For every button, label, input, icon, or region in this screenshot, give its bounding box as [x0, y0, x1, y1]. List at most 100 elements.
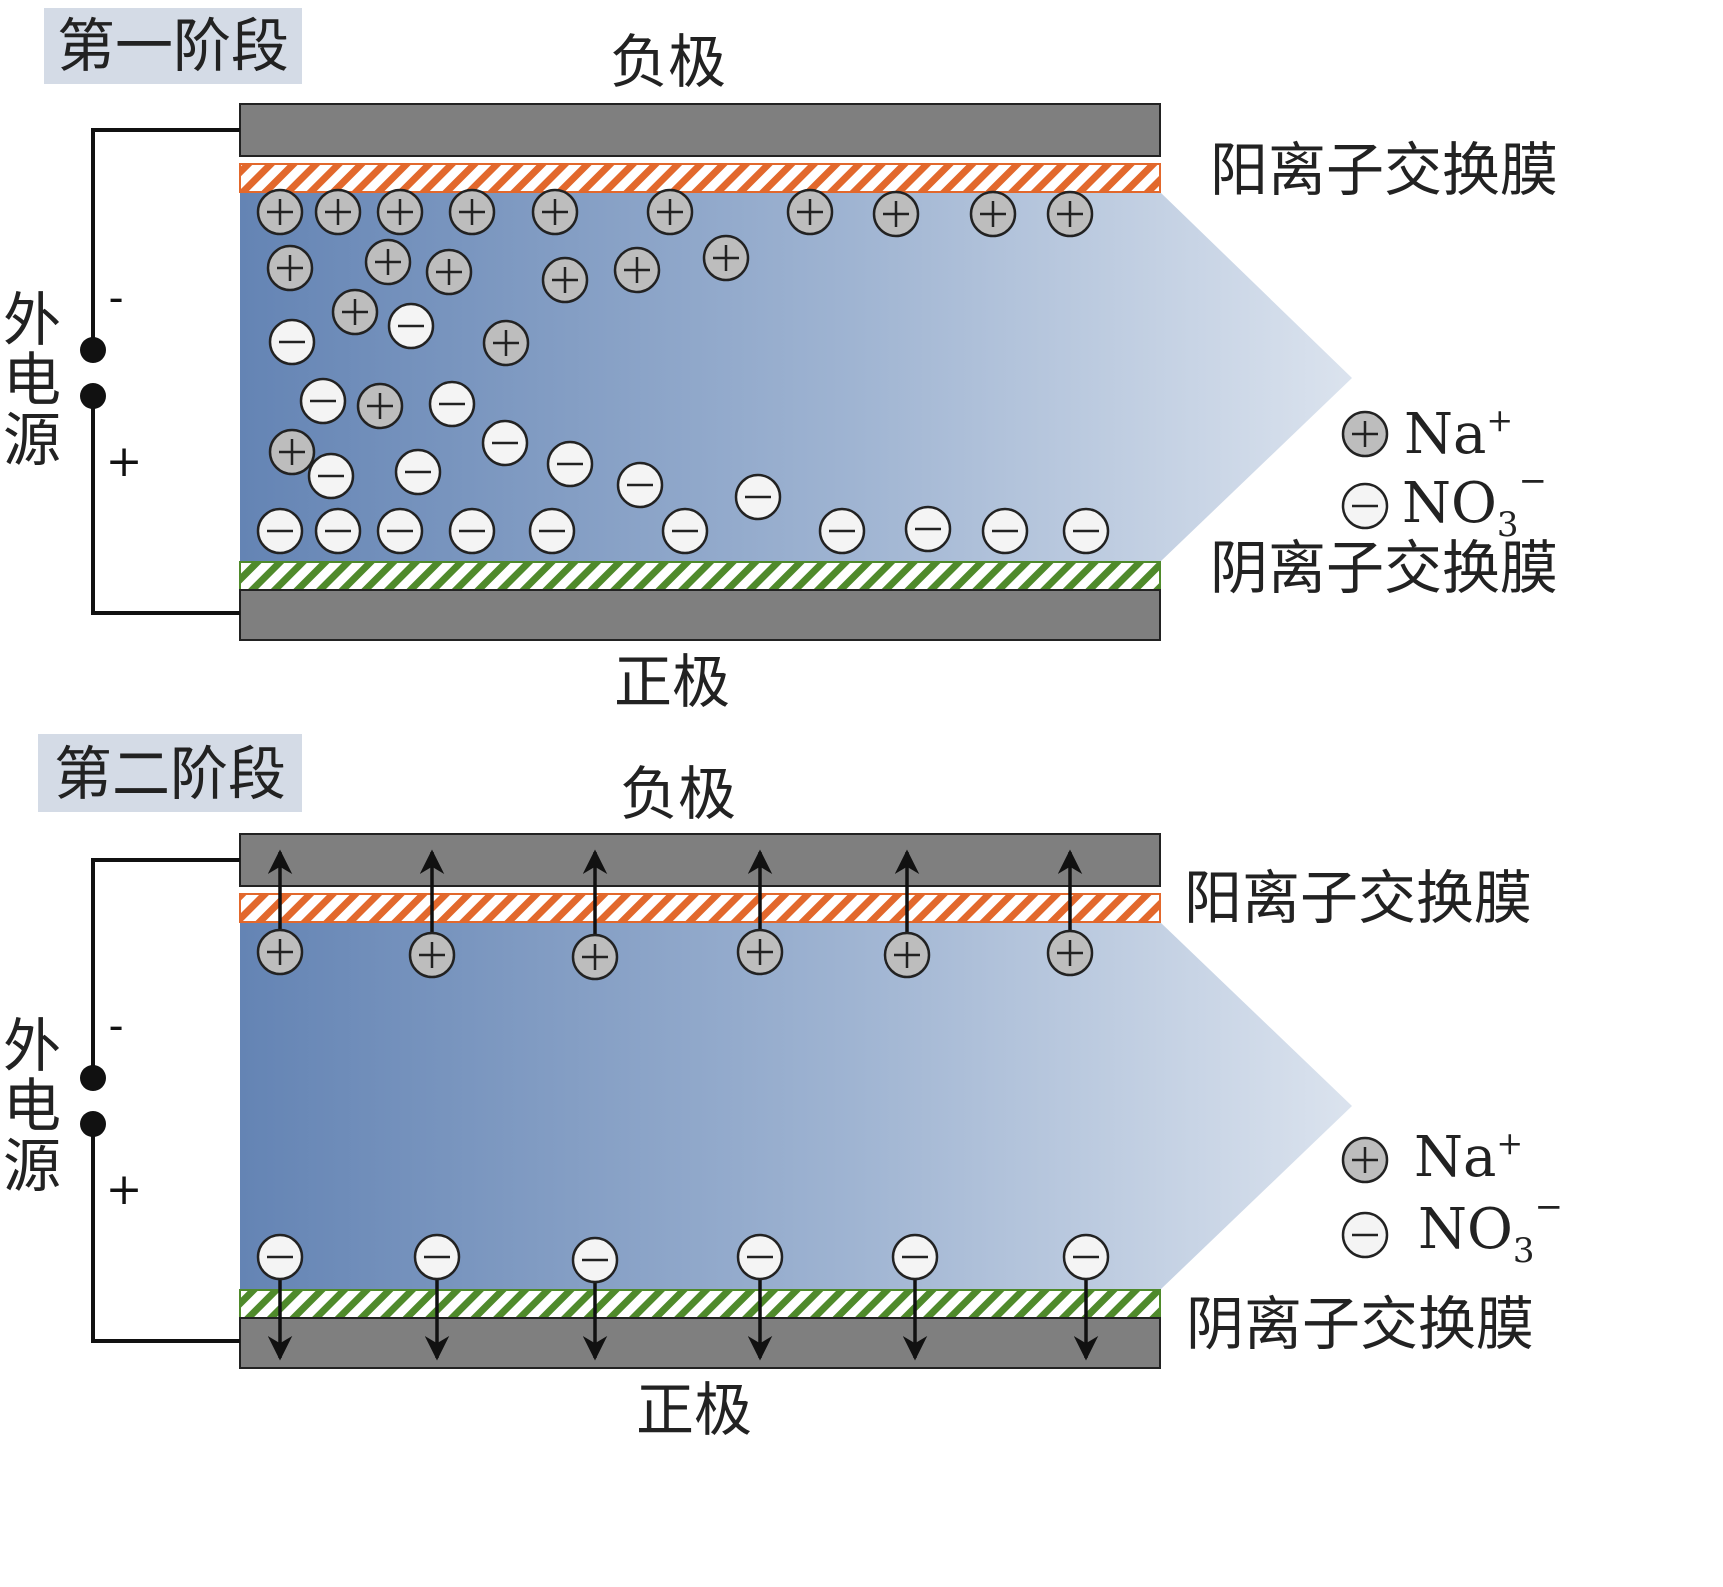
- no3-anion: [387, 302, 435, 350]
- na-cation: [872, 190, 920, 238]
- no3-anion: [661, 507, 709, 555]
- no3-anion: [256, 1233, 304, 1281]
- na-cation: [356, 382, 404, 430]
- na-cation: [571, 933, 619, 981]
- plus-sign: +: [106, 1164, 143, 1215]
- power-source-char: 源: [3, 406, 61, 474]
- terminal-negative: [80, 1065, 106, 1091]
- legend-anion-icon: [1341, 482, 1389, 530]
- no3-anion: [546, 440, 594, 488]
- no3-anion: [818, 507, 866, 555]
- cation-exchange-membrane: [239, 163, 1161, 193]
- na-cation: [376, 188, 424, 236]
- na-cation: [266, 244, 314, 292]
- no3-anion: [736, 1233, 784, 1281]
- na-cation: [541, 256, 589, 304]
- no3-anion: [891, 1233, 939, 1281]
- na-cation: [314, 188, 362, 236]
- legend-na-icon: [1341, 1136, 1389, 1184]
- na-cation: [702, 234, 750, 282]
- na-cation: [969, 190, 1017, 238]
- na-cation: [786, 188, 834, 236]
- na-cation: [736, 928, 784, 976]
- na-cation: [448, 188, 496, 236]
- no3-anion: [413, 1233, 461, 1281]
- na-cation: [256, 188, 304, 236]
- legend-no3-icon: [1341, 482, 1389, 530]
- negative-electrode: [239, 103, 1161, 157]
- no3-anion: [448, 507, 496, 555]
- ion-layer: [256, 188, 1110, 555]
- migration-arrows: [267, 849, 1099, 1361]
- plus-sign: +: [106, 436, 143, 487]
- legend-anion-label: NO3−: [1402, 461, 1547, 545]
- no3-anion: [394, 448, 442, 496]
- na-cation: [1046, 190, 1094, 238]
- power-source-char: 电: [3, 346, 61, 414]
- no3-anion: [299, 377, 347, 425]
- solution-chamber: [240, 192, 1352, 562]
- stage-label-bg: [44, 8, 302, 84]
- stage-label-bg: [38, 734, 302, 812]
- na-cation: [425, 248, 473, 296]
- no3-anion: [904, 505, 952, 553]
- solution-chamber: [240, 922, 1352, 1290]
- positive-electrode-label: 正极: [614, 648, 730, 716]
- external-circuit: [80, 858, 240, 1343]
- positive-electrode: [239, 589, 1161, 641]
- minus-sign: -: [109, 272, 124, 323]
- legend-cation-label: Na+: [1404, 401, 1513, 467]
- legend-cation-label: Na+: [1414, 1124, 1523, 1190]
- power-source-char: 外: [3, 1012, 61, 1080]
- na-cation: [1046, 929, 1094, 977]
- terminal-negative: [80, 337, 106, 363]
- negative-electrode: [239, 833, 1161, 887]
- no3-anion: [571, 1236, 619, 1284]
- anion-membrane-label: 阴离子交换膜: [1186, 1290, 1534, 1358]
- no3-anion: [616, 461, 664, 509]
- anion-membrane-label: 阴离子交换膜: [1210, 534, 1558, 602]
- no3-anion: [1062, 1233, 1110, 1281]
- legend-cation-icon: [1341, 410, 1389, 458]
- na-cation: [482, 319, 530, 367]
- cation-membrane-label: 阳离子交换膜: [1184, 864, 1532, 932]
- cation-membrane-label: 阳离子交换膜: [1210, 136, 1558, 204]
- power-source-char: 外: [3, 286, 61, 354]
- negative-electrode-label: 负极: [610, 28, 726, 96]
- panel-stage-2: 第二阶段 负极 阳离子交换膜 阴离子交换膜 正极 - + 外 电 源 Na+ N…: [3, 734, 1563, 1444]
- ion-layer: [256, 928, 1110, 1284]
- legend-anion-label: NO3−: [1418, 1187, 1563, 1271]
- negative-electrode-label: 负极: [620, 760, 736, 828]
- no3-anion: [481, 419, 529, 467]
- no3-anion: [268, 318, 316, 366]
- no3-anion: [428, 380, 476, 428]
- power-source-char: 源: [3, 1132, 61, 1200]
- no3-anion: [528, 507, 576, 555]
- no3-anion: [256, 507, 304, 555]
- na-cation: [256, 928, 304, 976]
- legend-anion-icon: [1341, 1211, 1389, 1259]
- na-cation: [613, 246, 661, 294]
- no3-anion: [981, 507, 1029, 555]
- stage-label: 第一阶段: [57, 12, 289, 80]
- stage-label: 第二阶段: [54, 740, 286, 808]
- external-circuit: [80, 128, 240, 615]
- terminal-positive: [80, 1111, 106, 1137]
- na-cation: [883, 931, 931, 979]
- anion-exchange-membrane: [239, 561, 1161, 591]
- power-source-char: 电: [3, 1072, 61, 1140]
- panel-stage-1: 第一阶段 负极 阳离子交换膜 阴离子交换膜 正极 - + 外 电 源 Na+ N…: [3, 8, 1558, 716]
- no3-anion: [307, 452, 355, 500]
- na-cation: [364, 238, 412, 286]
- no3-anion: [314, 507, 362, 555]
- legend-na-icon: [1341, 410, 1389, 458]
- legend: Na+ NO3−: [1341, 1124, 1563, 1271]
- na-cation: [268, 428, 316, 476]
- na-cation: [531, 188, 579, 236]
- na-cation: [646, 188, 694, 236]
- na-cation: [331, 288, 379, 336]
- cation-exchange-membrane: [239, 893, 1161, 923]
- legend: Na+ NO3−: [1341, 401, 1547, 545]
